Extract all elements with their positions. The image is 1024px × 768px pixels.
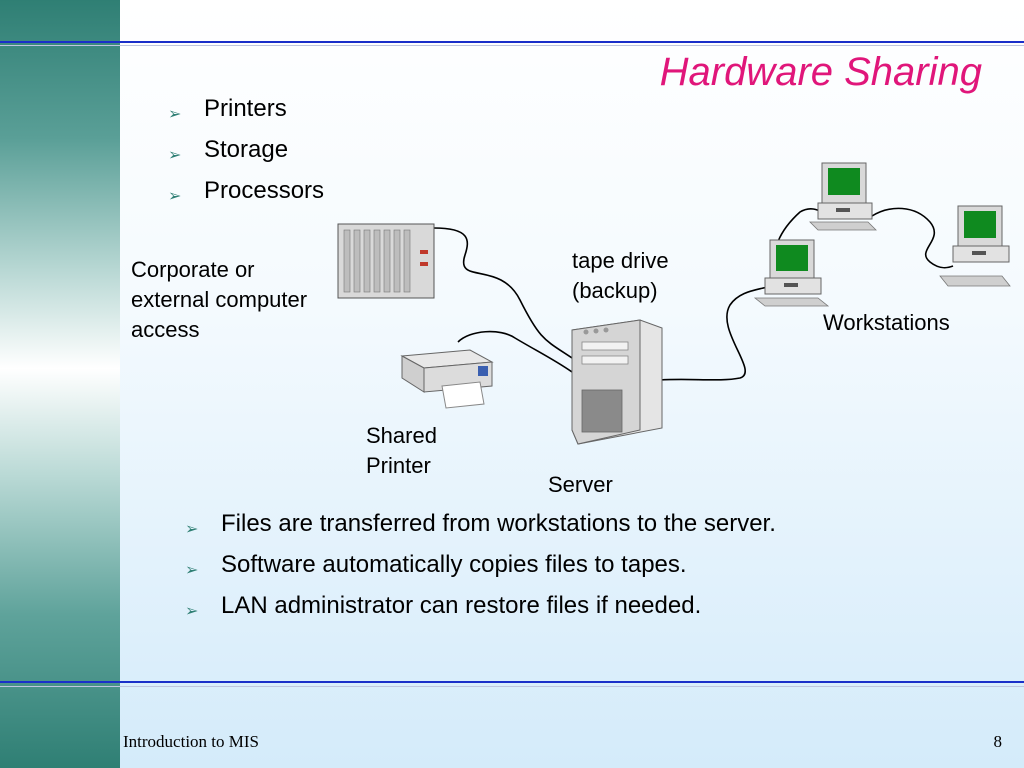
bullet-item: ➢ Printers [168,94,324,135]
bottom-rule [0,681,1024,683]
arrowhead-bullet-icon: ➢ [168,147,182,164]
mainframe-computer-icon [337,223,435,299]
bullet-item: ➢ Storage [168,135,324,176]
bullet-text: LAN administrator can restore files if n… [221,592,702,619]
page-number: 8 [993,732,1003,751]
desktop-computer-icon [753,239,830,307]
desktop-computer-icon [809,162,877,231]
bullet-item: ➢ LAN administrator can restore files if … [185,591,776,632]
cable-workstation-2 [871,207,954,269]
bullet-text: Files are transferred from workstations … [221,510,776,537]
bullet-item: ➢ Processors [168,176,324,217]
arrowhead-bullet-icon: ➢ [168,106,182,123]
top-rule-thin [0,45,1024,46]
arrowhead-bullet-icon: ➢ [185,562,199,579]
cable-server-lan [659,285,771,381]
bullet-text: Software automatically copies files to t… [221,551,687,578]
bullet-item: ➢ Software automatically copies files to … [185,550,776,591]
bullet-item: ➢ Files are transferred from workstations… [185,509,776,550]
tape-drive-label: tape drive (backup) [572,248,669,303]
bottom-bullet-list: ➢ Files are transferred from workstations… [185,509,776,632]
top-rule [0,41,1024,43]
server-tower-icon [571,319,663,445]
server-label: Server [548,472,613,497]
bullet-text: Printers [204,95,287,122]
arrowhead-bullet-icon: ➢ [168,188,182,205]
desktop-computer-icon [939,205,1011,287]
printer-icon [400,349,494,409]
bullet-text: Processors [204,177,325,204]
cable-mainframe-server [433,227,573,359]
arrowhead-bullet-icon: ➢ [185,603,199,620]
bottom-rule-thin [0,686,1024,687]
workstations-label: Workstations [823,310,950,335]
arrowhead-bullet-icon: ➢ [185,521,199,538]
bullet-text: Storage [204,136,289,163]
footer-course-title: Introduction to MIS [123,732,259,751]
top-bullet-list: ➢ Printers ➢ Storage ➢ Processors [168,94,324,217]
shared-printer-label: Shared Printer [366,423,437,478]
left-decorative-band [0,0,120,768]
slide-title: Hardware Sharing [659,50,982,94]
cable-printer-server [457,330,573,373]
corporate-access-label: Corporate or external computer access [131,257,308,342]
